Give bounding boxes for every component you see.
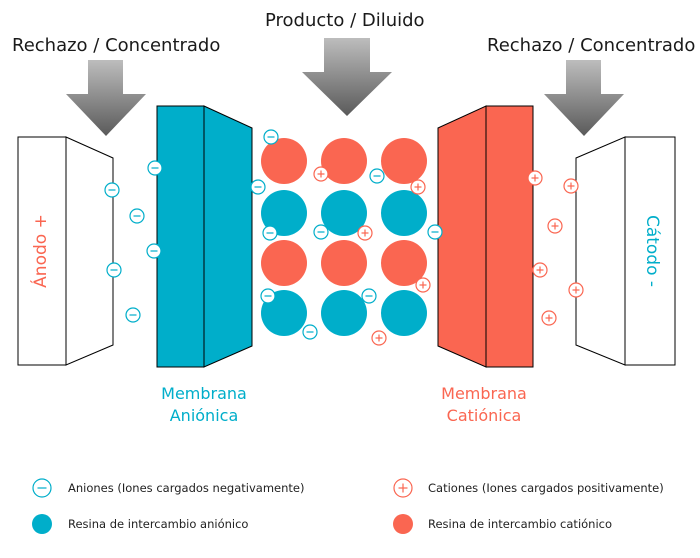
cation-ions	[313, 166, 584, 346]
cation-resin-bead	[321, 138, 367, 184]
reject-left-label: Rechazo / Concentrado	[12, 35, 221, 56]
anion-ions	[104, 129, 443, 340]
cation-icon	[541, 310, 557, 326]
anion-icon	[106, 262, 122, 278]
anion-icon	[302, 324, 318, 340]
anion-icon	[146, 243, 162, 259]
anion-icon	[361, 288, 377, 304]
legend-cation-resin-text: Resina de intercambio catiónico	[428, 517, 613, 531]
anode-electrode	[17, 136, 114, 366]
anion-membrane-label: Membrana Aniónica	[148, 383, 260, 427]
cation-icon	[415, 277, 431, 293]
down-arrow-icon	[302, 38, 392, 116]
cation-resin-bead	[381, 138, 427, 184]
cation-resin-bead	[381, 240, 427, 286]
cation-icon	[563, 178, 579, 194]
cation-icon	[568, 282, 584, 298]
anion-resin-bead	[261, 190, 307, 236]
cation-icon	[532, 262, 548, 278]
cation-resin-bead	[261, 138, 307, 184]
anion-membrane-label-line2: Aniónica	[169, 406, 239, 425]
anion-resin-bead	[381, 290, 427, 336]
anion-membrane-label-line1: Membrana	[161, 384, 247, 403]
legend-cation-icon	[393, 478, 413, 498]
legend-cations-text: Cationes (Iones cargados positivamente)	[428, 481, 664, 495]
anion-resin-bead	[321, 290, 367, 336]
anion-icon	[125, 307, 141, 323]
down-arrow-icon	[66, 60, 146, 136]
cathode-label: Cátodo -	[642, 215, 662, 287]
anion-icon	[262, 225, 278, 241]
cation-icon	[313, 166, 329, 182]
cation-icon	[371, 330, 387, 346]
resin-beads	[261, 138, 427, 336]
anion-icon	[263, 129, 279, 145]
legend-cation-resin-icon	[393, 514, 413, 534]
legend-anions-text: Aniones (Iones cargados negativamente)	[68, 481, 305, 495]
legend-anion-resin-text: Resina de intercambio aniónico	[68, 517, 249, 531]
cation-membrane-label-line2: Catiónica	[446, 406, 522, 425]
anion-icon	[260, 288, 276, 304]
cation-icon	[357, 225, 373, 241]
anion-resin-bead	[321, 190, 367, 236]
cation-icon	[527, 170, 543, 186]
cation-resin-bead	[321, 240, 367, 286]
cation-membrane-label-line1: Membrana	[441, 384, 527, 403]
cathode-electrode	[575, 136, 676, 366]
reject-right-label: Rechazo / Concentrado	[487, 35, 696, 56]
product-label: Producto / Diluido	[265, 10, 425, 31]
cation-membrane	[437, 105, 534, 368]
legend-anion-resin-icon	[32, 514, 52, 534]
anion-icon	[369, 168, 385, 184]
legend-anion-icon	[32, 478, 52, 498]
anion-icon	[147, 160, 163, 176]
anion-icon	[104, 182, 120, 198]
anode-label: Ánodo +	[29, 214, 51, 288]
down-arrow-icon	[544, 60, 624, 136]
cation-icon	[547, 218, 563, 234]
cation-icon	[410, 179, 426, 195]
anion-icon	[129, 208, 145, 224]
anion-icon	[250, 179, 266, 195]
anion-icon	[427, 224, 443, 240]
anion-icon	[313, 224, 329, 240]
cation-membrane-label: Membrana Catiónica	[428, 383, 540, 427]
cation-resin-bead	[261, 240, 307, 286]
anion-resin-bead	[381, 190, 427, 236]
anion-membrane	[156, 105, 253, 368]
